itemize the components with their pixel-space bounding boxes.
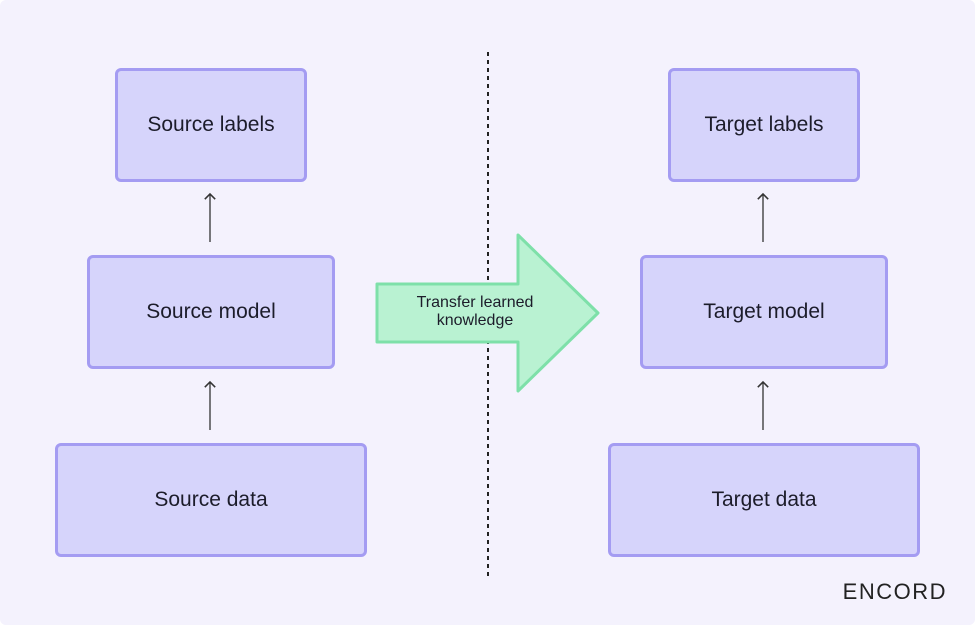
transfer-arrow — [375, 233, 600, 393]
target-data-box: Target data — [608, 443, 920, 557]
transfer-label-line2: knowledge — [436, 312, 514, 329]
source-model-text: Source model — [146, 300, 276, 323]
target-labels-box: Target labels — [668, 68, 860, 182]
target-labels-text: Target labels — [704, 113, 824, 136]
transfer-label: Transfer learned knowledge — [395, 294, 555, 330]
source-labels-text: Source labels — [147, 113, 275, 136]
target-model-text: Target model — [703, 300, 825, 323]
source-labels-box: Source labels — [115, 68, 307, 182]
target-model-box: Target model — [640, 255, 888, 369]
source-model-box: Source model — [87, 255, 335, 369]
encord-logo: ENCORD — [842, 579, 947, 604]
source-data-box: Source data — [55, 443, 367, 557]
transfer-label-line1: Transfer learned — [416, 294, 534, 311]
target-data-text: Target data — [711, 488, 817, 511]
source-data-text: Source data — [154, 488, 268, 511]
